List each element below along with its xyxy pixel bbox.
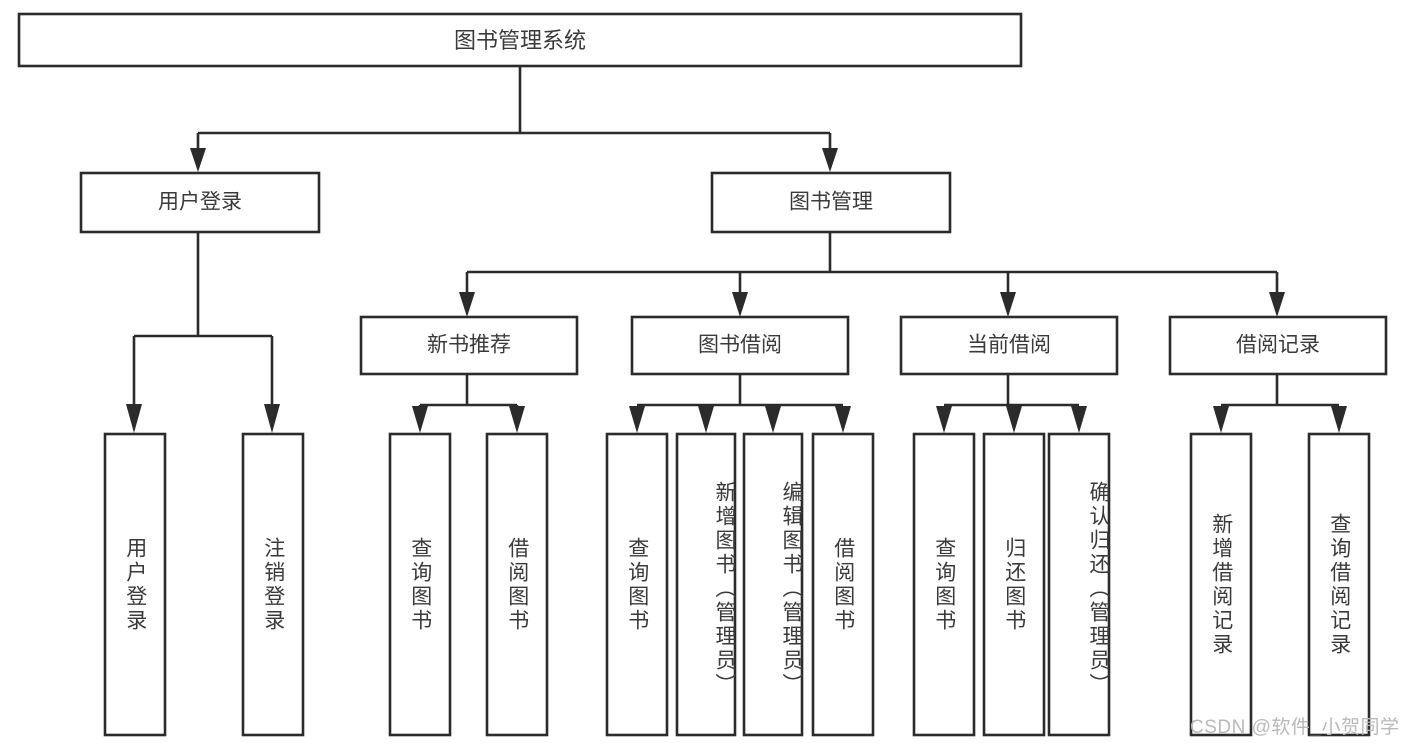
arrow-head-leaf-user-login (126, 404, 142, 433)
node-leaf-confirm-return-box[interactable] (1047, 432, 1111, 737)
node-layer: 图书管理系统 用户登录 图书管理 新书推荐 图书借阅 当前 (17, 12, 1388, 737)
node-leaf-return-book-box[interactable] (982, 432, 1046, 737)
node-book-borrow[interactable]: 图书借阅 (630, 315, 850, 376)
node-new-book-recommend-box[interactable] (359, 315, 579, 376)
node-book-borrow-label: 图书借阅 (698, 334, 782, 357)
node-user-login[interactable]: 用户登录 (79, 171, 321, 234)
arrow-head-leaf-query-book-3 (936, 406, 952, 433)
arrow-head-leaf-add-record (1213, 406, 1229, 433)
node-leaf-add-book-box[interactable] (675, 432, 737, 737)
node-root[interactable]: 图书管理系统 (17, 12, 1023, 68)
node-current-borrow-label: 当前借阅 (967, 334, 1051, 357)
arrow-head-borrow-record (1269, 292, 1285, 317)
arrow-head-book-manage (822, 148, 838, 172)
node-new-book-recommend[interactable]: 新书推荐 (359, 315, 579, 376)
node-current-borrow-box[interactable] (899, 315, 1119, 376)
arrow-head-leaf-add-book (698, 406, 714, 433)
node-leaf-query-book-1-box[interactable] (388, 432, 452, 737)
node-root-box[interactable] (17, 12, 1023, 68)
node-leaf-borrow-book-2-box[interactable] (811, 432, 875, 737)
node-borrow-record[interactable]: 借阅记录 (1168, 315, 1388, 376)
node-user-login-label: 用户登录 (158, 191, 242, 214)
node-user-login-box[interactable] (79, 171, 321, 234)
node-leaf-query-book-2-box[interactable] (605, 432, 669, 737)
node-leaf-borrow-book-1-box[interactable] (485, 432, 549, 737)
arrow-head-book-borrow (732, 292, 748, 317)
node-borrow-record-box[interactable] (1168, 315, 1388, 376)
arrow-head-user-login (190, 148, 206, 172)
watermark-text: CSDN @软件_小贺同学 (1190, 717, 1400, 738)
arrow-head-leaf-edit-book (765, 406, 781, 433)
arrow-head-leaf-query-book-1 (412, 406, 428, 433)
node-leaf-query-record-box[interactable] (1307, 432, 1371, 737)
arrow-head-leaf-return-book (1006, 406, 1022, 433)
node-borrow-record-label: 借阅记录 (1236, 334, 1320, 357)
node-leaf-query-book-3-box[interactable] (912, 432, 976, 737)
node-leaf-user-login-box[interactable] (103, 432, 167, 737)
connector-layer (126, 67, 1347, 433)
node-current-borrow[interactable]: 当前借阅 (899, 315, 1119, 376)
arrow-head-leaf-confirm-return (1071, 406, 1087, 433)
arrow-head-leaf-query-book-2 (629, 406, 645, 433)
arrow-head-leaf-borrow-book-2 (835, 406, 851, 433)
node-book-borrow-box[interactable] (630, 315, 850, 376)
node-root-label: 图书管理系统 (454, 28, 586, 53)
arrow-head-current-borrow (1000, 292, 1016, 317)
node-leaf-add-record-box[interactable] (1189, 432, 1253, 737)
arrow-head-leaf-borrow-book-1 (509, 406, 525, 433)
arrow-head-leaf-query-record (1331, 406, 1347, 433)
arrow-head-new-book-recommend (459, 292, 475, 317)
node-new-book-recommend-label: 新书推荐 (427, 334, 511, 357)
node-book-manage[interactable]: 图书管理 (710, 171, 952, 234)
node-book-manage-box[interactable] (710, 171, 952, 234)
node-leaf-user-logout-box[interactable] (241, 432, 305, 737)
node-leaf-edit-book-box[interactable] (742, 432, 804, 737)
arrow-head-leaf-user-logout (264, 404, 280, 433)
node-book-manage-label: 图书管理 (789, 191, 873, 214)
